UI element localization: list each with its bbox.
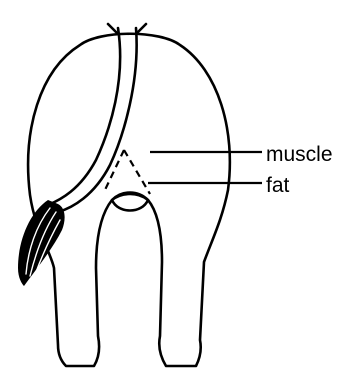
tail-stem <box>48 28 120 205</box>
muscle-fat-dashed-outline <box>104 150 150 194</box>
fat-label: fat <box>266 175 289 196</box>
tail-switch-icon <box>18 200 65 286</box>
muscle-label: muscle <box>266 144 333 165</box>
udder-shape <box>112 194 148 211</box>
tail-stem-edge <box>58 28 137 212</box>
